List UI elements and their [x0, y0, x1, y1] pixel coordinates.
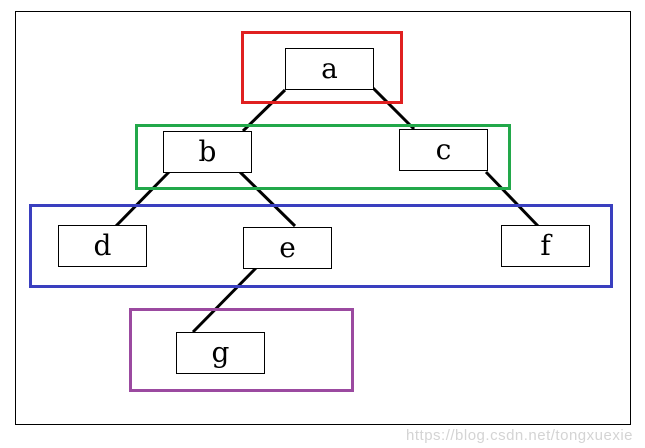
node-b: b	[163, 131, 252, 173]
watermark-text: https://blog.csdn.net/tongxuexie	[406, 427, 633, 444]
diagram-frame	[15, 11, 631, 425]
node-d: d	[58, 225, 147, 267]
node-a: a	[285, 48, 374, 90]
node-f: f	[501, 225, 590, 267]
level-2-box	[135, 124, 511, 190]
level-3-box	[29, 204, 613, 288]
edge-b-d	[114, 170, 171, 228]
node-e: e	[243, 227, 332, 269]
edge-a-c	[371, 86, 416, 131]
edge-b-e	[238, 170, 297, 228]
node-c: c	[399, 129, 488, 171]
level-4-box	[129, 308, 354, 392]
node-g: g	[176, 332, 265, 374]
level-1-box	[241, 31, 403, 104]
edge-c-f	[484, 170, 540, 228]
edge-e-g	[191, 266, 258, 334]
